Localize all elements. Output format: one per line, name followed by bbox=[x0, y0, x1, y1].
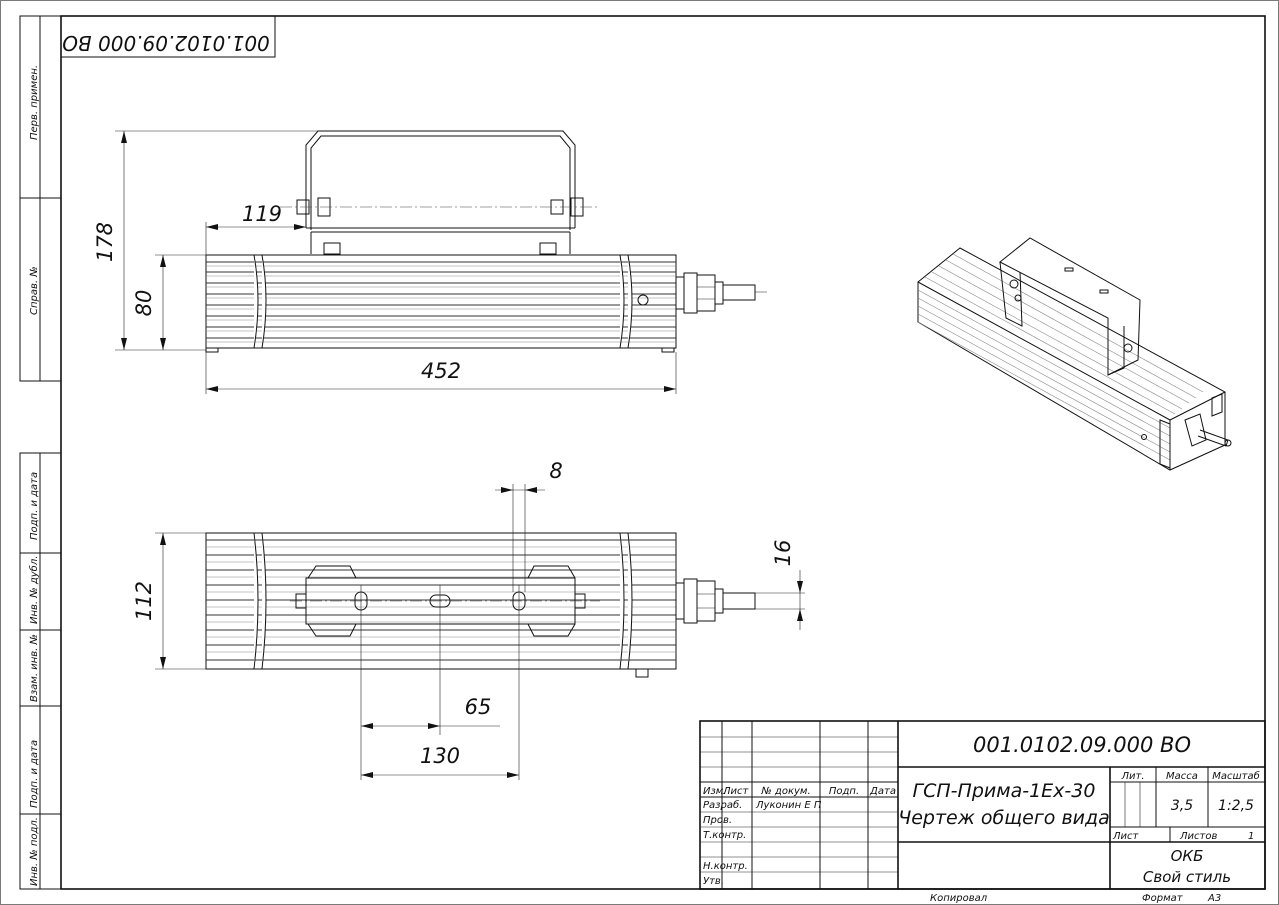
side-label-podp-data-2: Подп. и дата bbox=[29, 740, 40, 808]
col-list: Лист bbox=[722, 786, 750, 797]
top-dimensions: 8 16 112 65 130 bbox=[132, 459, 805, 778]
row-nkontr: Н.контр. bbox=[703, 861, 748, 872]
col-data: Дата bbox=[869, 786, 896, 797]
side-stamp: Перв. примен. Справ. № Подп. и дата Инв.… bbox=[19, 15, 62, 890]
sheets-label: Листов bbox=[1179, 831, 1217, 842]
front-dimensions: 119 178 80 452 bbox=[93, 130, 677, 394]
org-line2: Свой стиль bbox=[1143, 868, 1231, 886]
row-prov: Пров. bbox=[703, 815, 732, 826]
title-name-line1: ГСП-Прима-1Ех-30 bbox=[913, 780, 1096, 802]
col-izm: Изм. bbox=[703, 786, 727, 797]
side-label-perv-primen: Перв. примен. bbox=[29, 65, 40, 140]
razrab-name: Луконин Е П bbox=[755, 800, 822, 811]
scale-value: 1:2,5 bbox=[1218, 798, 1254, 814]
title-designation: 001.0102.09.000 ВО bbox=[973, 733, 1191, 757]
inner-frame bbox=[60, 15, 1266, 890]
dim-body-height: 80 bbox=[132, 290, 156, 317]
dim-bracket-offset: 119 bbox=[242, 202, 282, 226]
row-razrab: Разраб. bbox=[703, 799, 742, 811]
row-tkontr: Т.контр. bbox=[703, 830, 746, 841]
top-fins bbox=[206, 539, 676, 661]
front-view bbox=[205, 130, 770, 353]
col-dokum: № докум. bbox=[760, 786, 810, 797]
top-view bbox=[205, 532, 756, 780]
title-block: 001.0102.09.000 ВО ГСП-Прима-1Ех-30 Черт… bbox=[699, 720, 1266, 890]
footer-copied: Копировал bbox=[930, 893, 988, 904]
dim-length: 452 bbox=[421, 359, 461, 383]
dim-total-height: 178 bbox=[93, 222, 117, 262]
col-podp: Подп. bbox=[829, 786, 859, 797]
scale-label: Масштаб bbox=[1212, 770, 1260, 782]
footer-format-value: А3 bbox=[1207, 893, 1221, 904]
footer-format: Формат bbox=[1142, 893, 1184, 904]
side-label-inv-podl: Инв. № подл. bbox=[29, 817, 40, 886]
title-name-line2: Чертеж общего вида bbox=[898, 807, 1110, 829]
dim-slot-spacing: 16 bbox=[771, 540, 795, 567]
side-label-inv-dubl: Инв. № дубл. bbox=[28, 556, 40, 624]
isometric-view bbox=[917, 237, 1232, 471]
front-fins bbox=[206, 261, 676, 343]
lit-label: Лит. bbox=[1120, 771, 1144, 782]
side-label-podp-data-1: Подп. и дата bbox=[29, 472, 40, 540]
org-line1: ОКБ bbox=[1171, 847, 1204, 865]
iso-fins bbox=[917, 253, 1204, 461]
mass-label: Масса bbox=[1166, 771, 1198, 782]
mass-value: 3,5 bbox=[1171, 798, 1193, 814]
sheet-label: Лист bbox=[1112, 831, 1140, 842]
side-label-sprav-no: Справ. № bbox=[29, 266, 40, 315]
dim-slot-width: 8 bbox=[549, 459, 562, 483]
side-label-vzam-inv: Взам. инв. № bbox=[29, 634, 40, 702]
dim-width: 112 bbox=[132, 581, 156, 621]
dim-hole-half: 65 bbox=[465, 695, 492, 719]
rotated-doc-number: 001.0102.09.000 ВО bbox=[60, 15, 276, 58]
doc-number-rotated: 001.0102.09.000 ВО bbox=[62, 31, 270, 55]
dim-hole-span: 130 bbox=[420, 744, 460, 768]
sheets-value: 1 bbox=[1248, 831, 1254, 842]
row-utv: Утв. bbox=[703, 876, 724, 887]
